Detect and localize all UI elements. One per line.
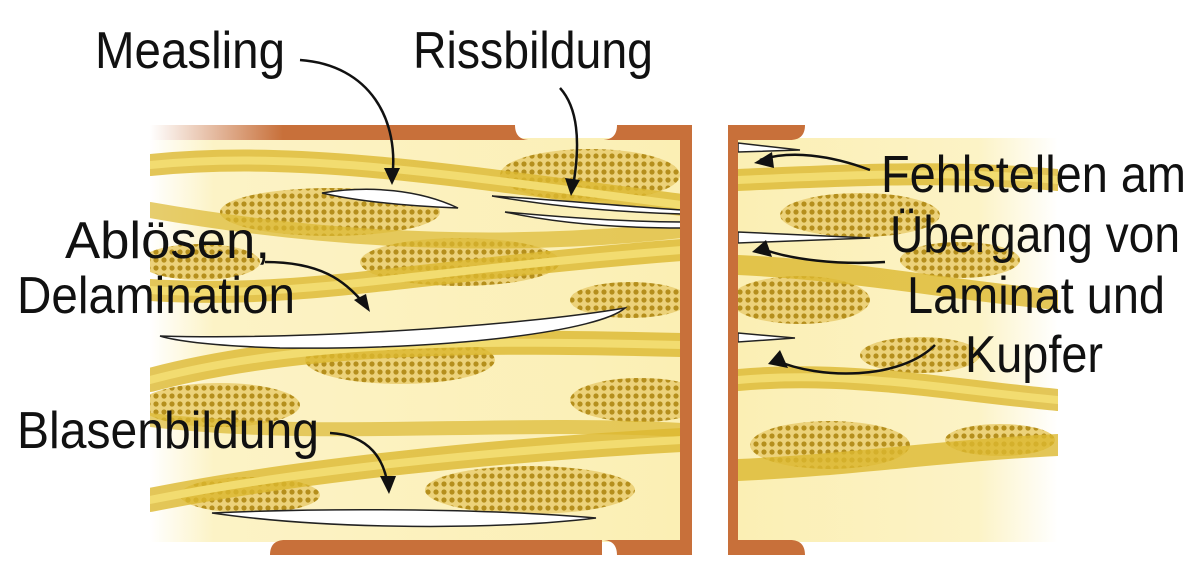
label-fehlstellen-3: Laminat und xyxy=(907,267,1165,325)
measling-void xyxy=(321,188,459,209)
right-laminate-block xyxy=(728,125,1058,555)
copper-plating-left xyxy=(150,125,692,555)
label-abloesen: Ablösen, xyxy=(65,212,270,270)
label-delamination: Delamination xyxy=(17,267,295,325)
label-fehlstellen-4: Kupfer xyxy=(965,326,1103,384)
label-rissbildung: Rissbildung xyxy=(413,22,653,80)
left-laminate-block xyxy=(150,125,692,555)
blister-void xyxy=(211,508,597,528)
label-measling: Measling xyxy=(95,22,285,80)
label-fehlstellen-1: Fehlstellen am xyxy=(881,146,1186,204)
copper-plating-right xyxy=(728,125,805,555)
label-fehlstellen-2: Übergang von xyxy=(890,206,1180,264)
delamination-void xyxy=(159,306,628,349)
pointer-arrows xyxy=(264,58,936,494)
label-blasenbildung: Blasenbildung xyxy=(17,402,319,460)
